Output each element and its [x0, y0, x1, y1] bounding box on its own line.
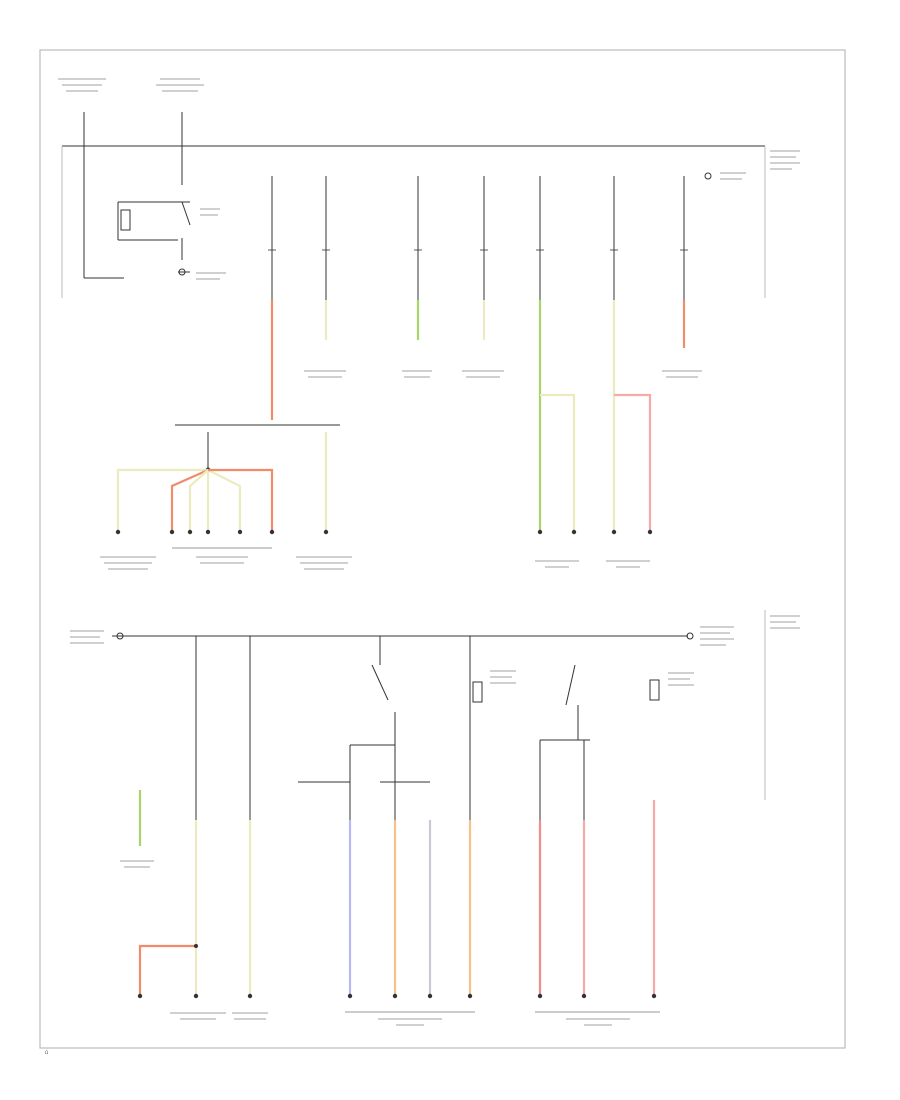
- ground-symbol-top: [178, 268, 186, 276]
- relay-coil-4: [649, 679, 660, 701]
- bottom-section: [112, 610, 766, 820]
- illegible-label-marks: [58, 78, 800, 1026]
- main-relay-coil: [120, 209, 131, 231]
- diagram-frame: [39, 49, 846, 1049]
- middle-section: [175, 424, 340, 473]
- wire-pink-6b: [614, 393, 652, 530]
- footer-code: Ω: [45, 1050, 48, 1055]
- wire-yellow-5b: [540, 393, 576, 530]
- bottom-connectors: [137, 944, 657, 999]
- top-section: [61, 112, 766, 300]
- middle-colored-wires: [116, 432, 328, 530]
- bottom-colored-wires: [138, 790, 656, 994]
- middle-connectors: [115, 529, 653, 535]
- top-colored-wires: [270, 300, 686, 530]
- relay-coil-2: [472, 681, 483, 703]
